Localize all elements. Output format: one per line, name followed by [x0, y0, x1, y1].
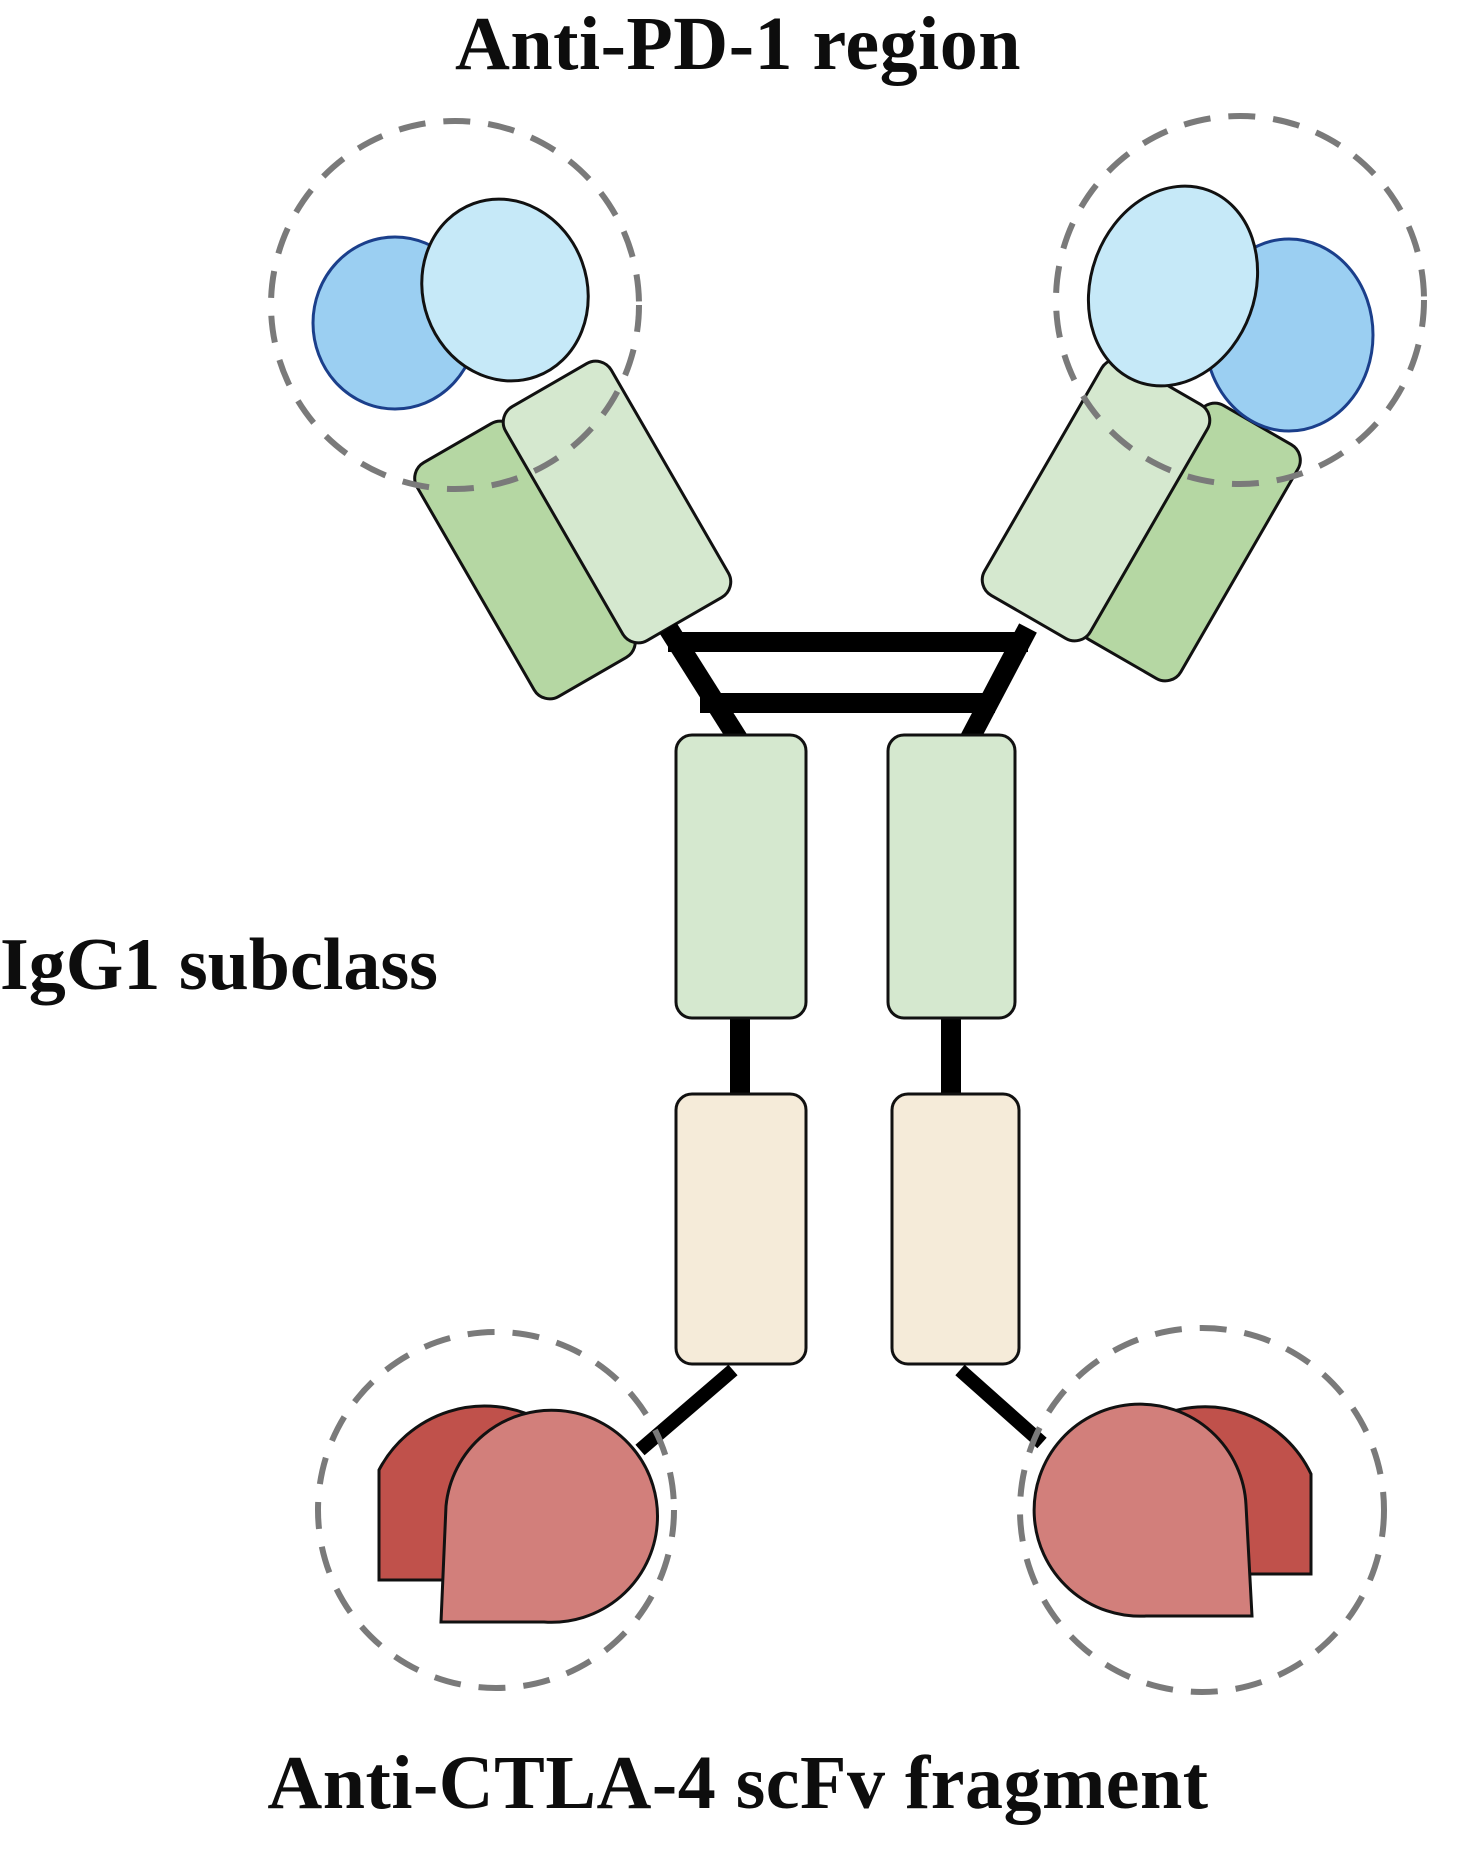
scfv-right-light-domain: [1032, 1402, 1254, 1618]
scfv-linker-right: [955, 1364, 1047, 1449]
scfv-left: [315, 1329, 677, 1691]
anti-ctla4-scfv-label: Anti-CTLA-4 scFv fragment: [267, 1741, 1209, 1825]
ch3-domain-left: [674, 1092, 808, 1366]
fab-right-variable-light: [1086, 184, 1260, 388]
ch3-domain-right: [890, 1092, 1021, 1366]
fab-left-constant-light: [501, 359, 733, 645]
anti-pd1-region-circle-right: [1053, 113, 1427, 487]
hinge-region: [659, 622, 1037, 748]
fc-connectors: [730, 1010, 961, 1100]
anti-ctla4-region-circle-right: [1017, 1325, 1387, 1695]
scfv-linker-left: [635, 1364, 738, 1456]
anti-ctla4-region-circle-left: [315, 1329, 677, 1691]
ch2-domain-right: [886, 733, 1017, 1020]
fab-arm-left: [268, 118, 733, 701]
anti-pd1-region-label: Anti-PD-1 region: [455, 2, 1021, 86]
ch2-domain-left: [674, 733, 808, 1020]
fab-left-variable-light: [420, 197, 590, 383]
scfv-right: [1017, 1325, 1387, 1695]
anti-pd1-region-circle-left: [268, 118, 642, 492]
fab-arm-right: [980, 113, 1427, 683]
scfv-left-light-domain: [439, 1408, 659, 1624]
igg1-subclass-label: IgG1 subclass: [0, 924, 438, 1006]
